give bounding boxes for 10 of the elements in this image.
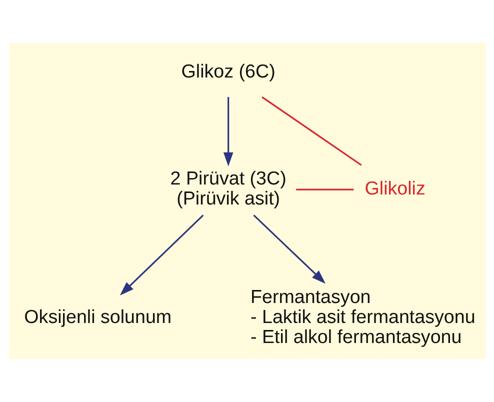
node-text: Oksijenli solunum — [24, 306, 172, 327]
node-text: Glikoz (6C) — [180, 60, 275, 82]
arrow — [119, 214, 204, 296]
connector — [261, 96, 362, 166]
node-text: Fermantasyon - Laktik asit fermantasyonu - Etil alkol fermantasyonu — [250, 286, 475, 348]
arrow — [222, 97, 233, 166]
arrow — [252, 214, 326, 284]
node-text: 2 Pirüvat (3C) (Pirüvik asit) — [170, 167, 286, 209]
connector — [296, 188, 354, 190]
node-text: Glikoliz — [364, 178, 425, 199]
